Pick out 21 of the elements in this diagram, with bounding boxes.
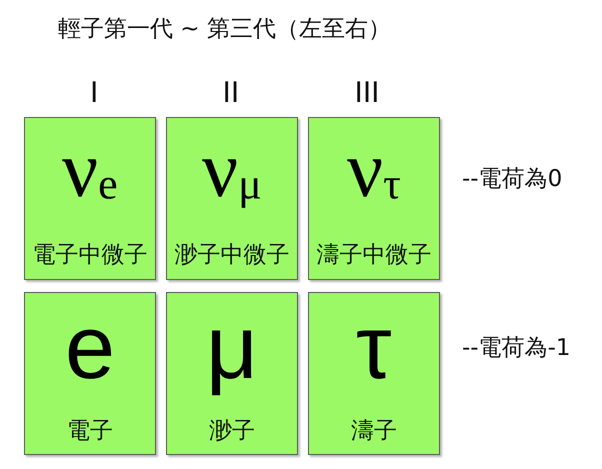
particle-tile xyxy=(308,292,440,455)
particle-name: 濤子 xyxy=(351,420,397,443)
charge-note: --電荷為-1 xyxy=(462,337,571,360)
particle-tile xyxy=(166,292,298,455)
title: 輕子第一代 ~ 第三代（左至右） xyxy=(58,18,391,41)
particle-name: 電子 xyxy=(67,420,113,443)
particle-symbol: μ xyxy=(206,303,258,393)
particle-name: 渺子中微子 xyxy=(174,244,290,267)
column-numeral: I xyxy=(90,78,98,108)
particle-tile xyxy=(166,117,298,280)
particle-name: 渺子 xyxy=(209,420,255,443)
column-numeral: III xyxy=(354,78,380,108)
particle-tile xyxy=(308,117,440,280)
particle-symbol: e xyxy=(65,303,116,393)
particle-symbol: τ xyxy=(356,303,392,393)
particle-tile xyxy=(24,292,156,455)
particle-name: 電子中微子 xyxy=(32,244,148,267)
particle-tile xyxy=(24,117,156,280)
particle-name: 濤子中微子 xyxy=(316,244,432,267)
column-numeral: II xyxy=(222,78,240,108)
charge-note: --電荷為0 xyxy=(462,168,562,191)
